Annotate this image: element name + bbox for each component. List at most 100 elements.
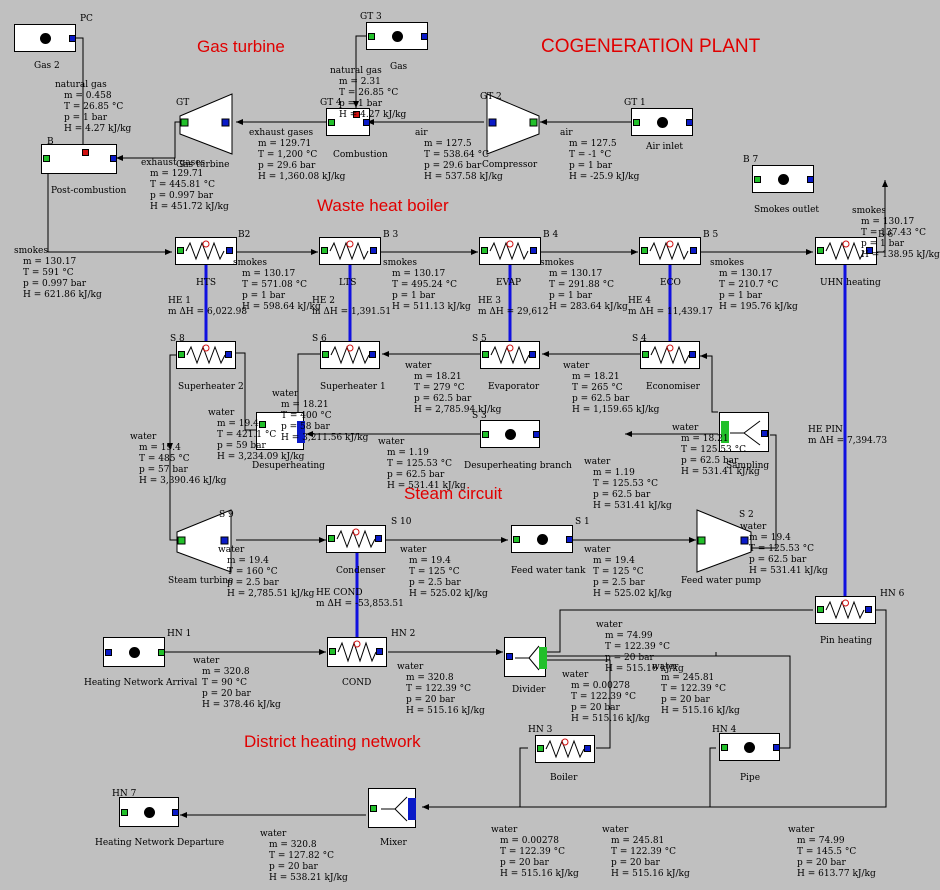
- label-air-inlet: Air inlet: [646, 142, 684, 152]
- air-inlet[interactable]: [631, 108, 693, 136]
- stream-field: T = 160 °C: [227, 567, 278, 577]
- stream-field: m = 0.458: [64, 91, 112, 101]
- stream-field: T = 127.82 °C: [269, 851, 335, 861]
- stream-field: p = 1 bar: [64, 113, 108, 123]
- uhn-heating-exchanger[interactable]: [815, 237, 877, 265]
- inlet-port: [817, 247, 824, 254]
- feed-water-pump-icon[interactable]: [695, 508, 755, 574]
- stream-field: m = 2.31: [339, 77, 381, 87]
- stream-field: T = 210.7 °C: [719, 280, 779, 290]
- label-desup-branch: Desuperheating branch: [464, 461, 572, 471]
- gas2-source[interactable]: [14, 24, 76, 52]
- stream-field: H = 598.64 kJ/kg: [242, 302, 321, 312]
- inlet-port: [368, 33, 375, 40]
- combustion[interactable]: [326, 108, 370, 136]
- stream-field: H = 3,390.46 kJ/kg: [139, 476, 227, 486]
- evap-exchanger[interactable]: [479, 237, 541, 265]
- feed-water-tank[interactable]: [511, 525, 573, 553]
- hts-exchanger[interactable]: [175, 237, 237, 265]
- tag-hn1: HN 1: [167, 629, 192, 639]
- label-superheater2: Superheater 2: [178, 382, 244, 392]
- stream-field: smokes: [14, 246, 48, 256]
- inlet-port: [513, 536, 520, 543]
- label-gas-turbine: Gas turbine: [176, 160, 230, 170]
- pipe-icon: [744, 742, 755, 753]
- tag-gt2: GT 2: [480, 92, 502, 102]
- superheater1[interactable]: [320, 341, 380, 369]
- evaporator[interactable]: [480, 341, 540, 369]
- lts-exchanger[interactable]: [319, 237, 381, 265]
- eco-exchanger[interactable]: [639, 237, 701, 265]
- stream-field: natural gas: [330, 66, 382, 76]
- stream-field: H = 2,785.51 kJ/kg: [227, 589, 315, 599]
- stream-field: T = 421.1 °C: [217, 430, 277, 440]
- inlet-port: [322, 351, 329, 358]
- boiler[interactable]: [535, 735, 595, 763]
- cond-exchanger[interactable]: [327, 637, 387, 667]
- stream-field: water: [596, 620, 623, 630]
- tag-b6: B 6: [878, 230, 894, 240]
- outlet-port: [566, 536, 573, 543]
- tag-b: B: [47, 137, 54, 147]
- outlet-port: [363, 119, 370, 126]
- heat-exchanger-icon: [330, 344, 370, 365]
- label-feed-tank: Feed water tank: [511, 566, 586, 576]
- sampling-splitter[interactable]: [719, 412, 769, 452]
- desuperheating[interactable]: [256, 412, 305, 450]
- desuperheating-branch[interactable]: [480, 420, 540, 448]
- stream-field: m = 0.00278: [571, 681, 631, 691]
- stream-field: m = 130.17: [392, 269, 446, 279]
- stream-field: p = 20 bar: [797, 858, 846, 868]
- label-economiser: Economiser: [646, 382, 700, 392]
- heating-network-arrival[interactable]: [103, 637, 165, 667]
- mixer[interactable]: [368, 788, 416, 828]
- outlet-port: [807, 176, 814, 183]
- gas-turbine-icon[interactable]: [178, 92, 238, 156]
- gas-source[interactable]: [366, 22, 428, 50]
- stream-field: m = 19.4: [227, 556, 269, 566]
- tag-gt: GT: [176, 98, 190, 108]
- stream-field: water: [130, 432, 157, 442]
- stream-field: p = 62.5 bar: [749, 555, 807, 565]
- stream-field: H = 621.86 kJ/kg: [23, 290, 102, 300]
- outlet-port: [530, 247, 537, 254]
- label-smokes-outlet: Smokes outlet: [754, 205, 820, 215]
- compressor-icon[interactable]: [485, 92, 543, 156]
- stream-field: T = 538.64 °C: [424, 150, 490, 160]
- divider[interactable]: [504, 637, 547, 677]
- steam-turbine-icon[interactable]: [175, 508, 237, 574]
- superheater2[interactable]: [176, 341, 236, 369]
- label-post-combustion: Post-combustion: [51, 186, 127, 196]
- stream-field: p = 1 bar: [392, 291, 436, 301]
- condenser[interactable]: [326, 525, 386, 553]
- pin-heating[interactable]: [815, 596, 876, 624]
- smokes-outlet[interactable]: [752, 165, 814, 193]
- post-combustion[interactable]: [41, 144, 117, 174]
- stream-field: m = 74.99: [797, 836, 845, 846]
- pipe[interactable]: [719, 733, 780, 761]
- inlet-port: [121, 809, 128, 816]
- heating-network-departure[interactable]: [119, 797, 179, 827]
- outlet-port: [689, 351, 696, 358]
- stream-field: H = 531.41 kJ/kg: [681, 467, 760, 477]
- stream-field: T = 125 °C: [593, 567, 644, 577]
- stream-field: water: [400, 545, 427, 555]
- stream-field: p = 2.5 bar: [227, 578, 279, 588]
- heat-exchanger-icon: [490, 344, 530, 365]
- label-steam-turbine: Steam turbine: [168, 576, 234, 586]
- stream-field: m = 19.4: [409, 556, 451, 566]
- stream-field: H = 515.16 kJ/kg: [611, 869, 690, 879]
- stream-field: water: [260, 829, 287, 839]
- stream-field: T = 1,200 °C: [258, 150, 318, 160]
- heat-exchanger-icon: [545, 738, 585, 759]
- outlet-port: [686, 119, 693, 126]
- economiser[interactable]: [640, 341, 700, 369]
- stream-field: m = 130.17: [719, 269, 773, 279]
